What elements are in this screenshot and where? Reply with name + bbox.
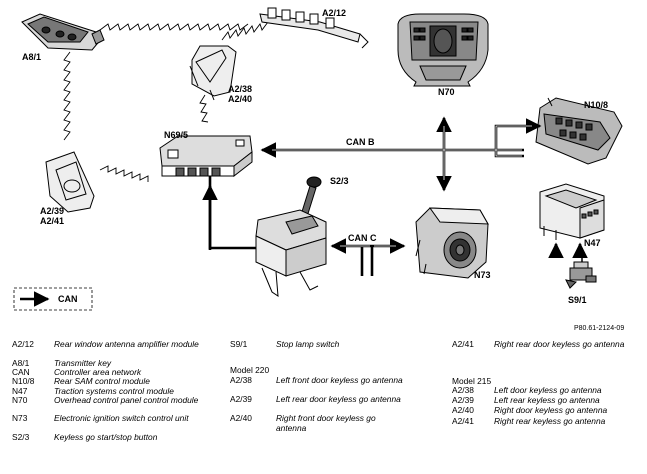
wave-key-to-a2-39	[63, 51, 71, 141]
electronic-ignition-switch-icon	[415, 207, 489, 279]
legend-description: Transmitter key	[54, 357, 112, 368]
legend-code: A2/39	[452, 395, 474, 406]
legend-description: Electronic ignition switch control unit	[54, 413, 189, 424]
legend-code: S2/3	[12, 432, 30, 442]
legend-description: Stop lamp switch	[276, 339, 340, 349]
legend-description: Right rear keyless go antenna	[494, 415, 606, 426]
rear-sam-control-module-icon	[535, 97, 623, 165]
legend-description: Keyless go start/stop button	[54, 432, 158, 442]
label-can-b: CAN B	[346, 137, 375, 147]
model-215-header: Model 215	[452, 376, 492, 386]
legend-code: A2/40	[452, 405, 474, 416]
traction-systems-control-module-icon	[539, 183, 605, 240]
label-a8-1: A8/1	[22, 52, 42, 62]
label-n70: N70	[438, 87, 455, 97]
radio-signal-waves	[63, 21, 269, 182]
legend-code: A2/38	[230, 375, 252, 385]
wave-key-to-a2-12	[99, 23, 249, 31]
legend-code: A2/12	[12, 339, 34, 349]
wave-a2-38-to-n69-5	[199, 94, 209, 123]
legend-description: Rear window antenna amplifier module	[54, 339, 199, 349]
label-n10-8: N10/8	[584, 100, 609, 110]
label-can-c: CAN C	[348, 233, 377, 243]
legend-description: Right door keyless go antenna	[494, 405, 608, 416]
legend-description: Left door keyless go antenna	[494, 385, 602, 395]
wave-a2-12-to-a2-38	[221, 21, 269, 41]
legend-description: Rear SAM control module	[54, 376, 150, 387]
can-b-bus-outline	[272, 125, 532, 180]
start-stop-button-icon	[255, 176, 327, 297]
transmitter-key-icon	[21, 13, 105, 51]
legend-code: A2/41	[452, 415, 474, 426]
legend-description: Left front door keyless go antenna	[276, 375, 403, 385]
legend-code: N70	[12, 394, 28, 405]
legend-code: CAN	[12, 366, 30, 377]
legend-description: Right front door keyless go antenna	[276, 413, 376, 433]
n69-5-control-module-icon	[159, 135, 253, 178]
rear-window-antenna-amplifier-icon	[259, 7, 369, 49]
label-a2-41: A2/41	[40, 216, 65, 226]
legend-code: N47	[12, 385, 28, 396]
can-legend-box	[13, 287, 93, 311]
legend-description: Overhead control panel control module	[54, 394, 199, 405]
label-s2-3: S2/3	[330, 176, 349, 186]
label-a2-38: A2/38	[228, 84, 253, 94]
overhead-control-panel-icon	[397, 13, 489, 87]
legend-code: N73	[12, 413, 28, 424]
legend-code: A8/1	[12, 357, 30, 368]
legend-code: A2/39	[230, 394, 252, 405]
legend-description: Controller area network	[54, 366, 142, 377]
legend-code: S9/1	[230, 339, 248, 349]
legend-description: Right rear door keyless go antenna	[494, 339, 625, 349]
legend-description: Left rear door keyless go antenna	[276, 394, 401, 405]
legend-description: Traction systems control module	[54, 385, 174, 396]
label-a2-12: A2/12	[322, 8, 347, 18]
label-n73: N73	[474, 270, 491, 280]
stop-lamp-switch-icon	[565, 261, 597, 289]
wave-a2-39-to-n69-5	[99, 165, 149, 182]
legend-code: A2/38	[452, 385, 474, 395]
label-n69-5: N69/5	[164, 130, 189, 140]
front-door-antenna-icon	[189, 45, 237, 101]
model-220-header: Model 220	[230, 365, 270, 375]
label-a2-39: A2/39	[40, 206, 65, 216]
legend-can-label: CAN	[58, 294, 78, 304]
legend-description: Left rear keyless go antenna	[494, 395, 600, 406]
rear-door-antenna-icon	[45, 151, 95, 213]
reference-code: P80.61-2124-09	[574, 325, 625, 332]
legend-code: A2/41	[452, 339, 474, 349]
legend-code: A2/40	[230, 413, 252, 424]
label-s9-1: S9/1	[568, 295, 587, 305]
legend-code: N10/8	[12, 376, 35, 387]
label-n47: N47	[584, 238, 601, 248]
label-a2-40: A2/40	[228, 94, 253, 104]
